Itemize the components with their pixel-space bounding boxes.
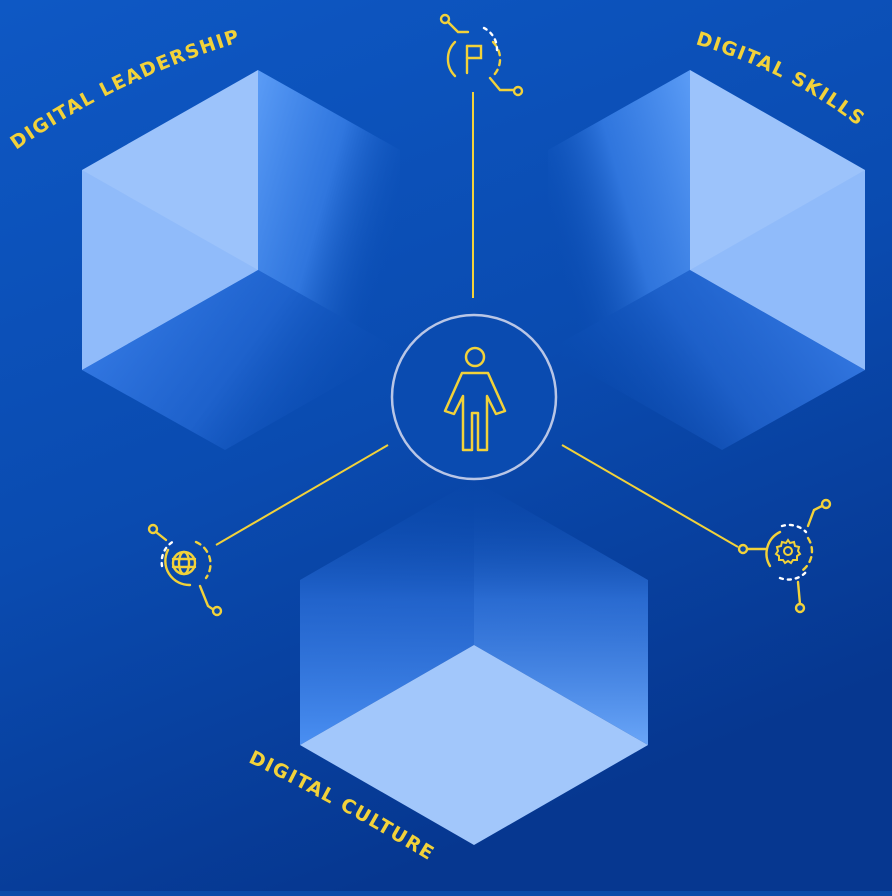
flag-node-wire-top <box>446 20 470 34</box>
connector-right <box>561 444 739 548</box>
leadership-cube-face-shade <box>82 170 258 370</box>
skills-cube-face-top <box>548 70 690 350</box>
skills-cube <box>548 70 865 450</box>
culture-cube-face-right <box>474 480 648 745</box>
culture-cube-face-top <box>300 645 648 845</box>
leadership-cube-face-bottom <box>82 270 400 450</box>
leadership-cube <box>82 70 400 450</box>
flag-node-arc-right <box>491 40 502 78</box>
culture-cube-face-left <box>300 480 474 745</box>
globe-node-wire-top <box>154 530 168 542</box>
flag-node-dots <box>482 26 499 52</box>
leadership-cube-face-top <box>258 70 400 350</box>
skills-cube-face-bottom <box>548 270 865 450</box>
globe-node-terminal-bottom <box>211 605 223 617</box>
globe-node-wire-bottom <box>198 584 216 612</box>
globe-node-terminal-top <box>147 523 159 535</box>
globe-node-arc-left <box>164 548 192 587</box>
flag-icon <box>465 44 483 75</box>
globe-node <box>147 523 223 617</box>
flag-node-arc-left <box>446 40 457 78</box>
center-ring <box>390 313 558 481</box>
gear-node-dots <box>780 523 808 534</box>
gear-node-terminal-top <box>820 498 832 510</box>
gear-node-arc-right <box>798 536 814 574</box>
gear-node-wire-top <box>806 504 824 528</box>
flag-node-wire-bottom <box>488 76 516 92</box>
skills-cube-face-shade <box>690 170 865 370</box>
globe-node-arc-right <box>194 540 212 580</box>
flag-node-terminal-top <box>439 13 451 25</box>
gear-node-terminal-bottom <box>794 602 806 614</box>
connector-left <box>215 444 389 546</box>
globe-icon <box>171 550 197 576</box>
flag-node-terminal-bottom <box>512 85 524 97</box>
globe-node-dots <box>160 538 178 568</box>
culture-cube <box>300 480 648 845</box>
gear-node-terminal-left <box>737 543 749 555</box>
gear-node-dots-bottom <box>778 570 808 581</box>
person-icon <box>443 346 507 452</box>
gear-node-arc-left <box>765 530 782 568</box>
gear-icon <box>774 538 802 565</box>
gear-node-wire-bottom <box>796 580 802 606</box>
gear-node <box>737 498 832 614</box>
flag-node <box>439 13 524 97</box>
connector-lines <box>215 92 739 548</box>
center-person-node <box>390 313 558 481</box>
